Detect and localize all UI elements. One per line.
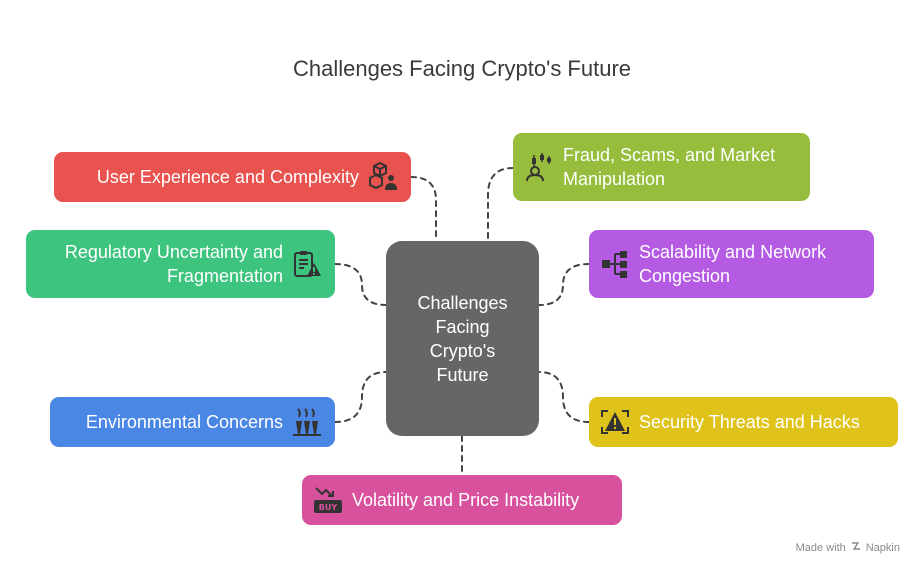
connector-user-experience [410,176,437,242]
node-label: Volatility and Price Instability [352,490,580,510]
svg-text:BUY: BUY [319,503,338,512]
node-fraud: Fraud, Scams, and Market Manipulation [513,133,810,201]
node-user-experience: User Experience and Complexity [54,152,411,202]
node-security: Security Threats and Hacks [589,397,898,447]
napkin-logo-icon [850,540,862,555]
node-volatility: Volatility and Price Instability BUY [302,475,622,525]
connector-regulatory [334,263,387,306]
footer-brand: Napkin [865,541,900,554]
clipboard-warning-icon [291,248,323,280]
node-label: Security Threats and Hacks [639,412,860,432]
node-label: Fraud, Scams, and Market Manipulation [563,145,776,189]
node-label: User Experience and Complexity [96,167,359,187]
node-environmental: Environmental Concerns [50,397,335,447]
candlestick-user-icon [523,151,555,183]
connector-security [538,371,590,423]
page-title: Challenges Facing Crypto's Future [292,56,632,81]
connector-scalability [538,263,590,306]
connector-environmental [334,371,387,423]
central-hub: Challenges Facing Crypto's Future [386,241,539,436]
node-label: Regulatory Uncertainty and Fragmentation [64,242,283,286]
node-label: Scalability and Network Congestion [639,242,827,286]
connector-fraud [487,167,514,242]
node-regulatory: Regulatory Uncertainty and Fragmentation [26,230,335,298]
footer-credit: Made with Napkin [796,540,900,555]
factory-icon [291,406,323,438]
shield-warning-icon [599,406,631,438]
network-icon [599,248,631,280]
hub-label: Challenges Facing Crypto's Future [417,292,508,385]
node-label: Environmental Concerns [85,412,283,432]
node-scalability: Scalability and Network Congestion [589,230,874,298]
footer-made-with: Made with [795,541,846,554]
cubes-user-icon [367,161,399,193]
buy-chart-icon: BUY [312,484,344,516]
